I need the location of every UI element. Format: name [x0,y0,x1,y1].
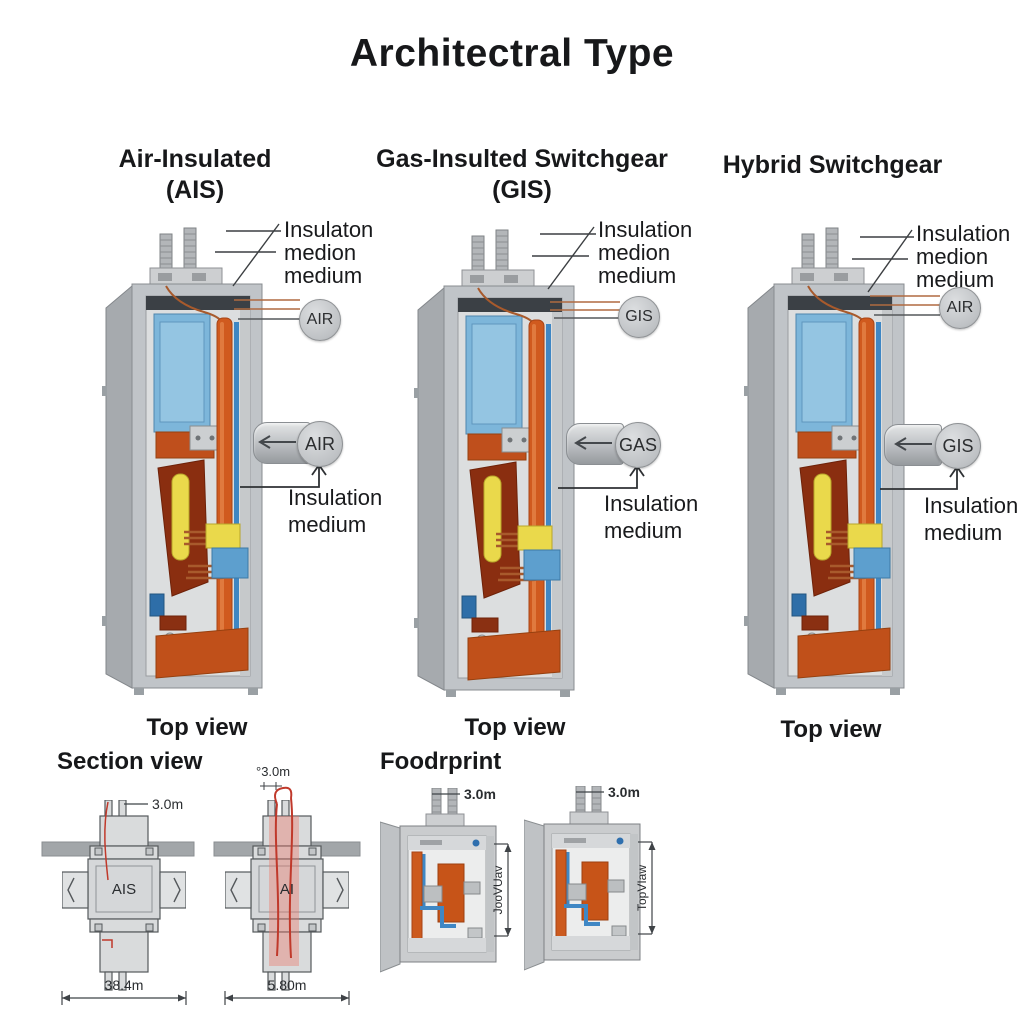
dim-line-footprint-left [494,843,512,937]
top-view-label-hybrid: Top view [780,716,882,743]
bottom-drawings-layer: 3.0m AIS 38.4m °3.0m AI 5.80m 3.0m JooVU… [41,764,656,1005]
column-heading-hybrid-line1: Hybrid Switchgear [722,151,943,179]
label-line: medium [284,263,363,288]
ais-cabinet-illustration [102,228,262,695]
label-line: Insulation [288,485,383,510]
section-ais-name: AIS [112,881,136,898]
label-line: medium [598,263,677,288]
dim-ticks [260,782,282,790]
label-line: Insulaton [284,217,374,242]
dim-label-width-gis: 5.80m [268,977,307,993]
label-line: medion [916,244,989,269]
label-line: medion [598,240,671,265]
red-conductor-line [102,939,113,948]
page-title: Architectral Type [349,32,675,75]
insulation-top-label-gis: Insulation medion medium [598,218,692,287]
medium-badge-gis-top: GIS [618,296,660,338]
hybrid-bushing-cylinder [884,424,942,466]
label-line: medium [604,518,683,543]
dim-label-3m-gis: °3.0m [256,764,290,779]
dim-line-gis-width [224,991,350,1005]
column-heading-gis-line1: Gas-Insulted Switchgear [376,145,668,173]
medium-badge-gis-side: GAS [615,422,661,468]
red-conductor-line [288,797,294,959]
top-view-label-ais: Top view [146,714,248,741]
dim-label-3m-footprint-left: 3.0m [464,786,496,802]
column-heading-hybrid: Hybrid Switchgear [695,150,970,181]
column-heading-ais-line1: Air-Insulated [118,145,272,173]
insulation-top-label-ais: Insulaton medion medium [284,218,373,287]
dim-label-3m-footprint-right: 3.0m [608,784,640,800]
insulation-side-label-gis: Insulation medium [604,490,698,544]
column-heading-ais-line2: (AIS) [165,176,225,204]
medium-badge-hybrid-side: GIS [935,423,981,469]
medium-badge-hybrid-top: AIR [939,287,981,329]
dim-line-ais-width [61,991,187,1005]
label-line: medium [924,520,1003,545]
red-conductor-line [104,801,109,881]
footprint-label: Foodrprint [380,748,502,775]
insulation-side-label-ais: Insulation medium [288,484,382,538]
red-conductor-line [274,803,280,957]
dim-line-footprint-right [638,841,656,935]
column-heading-ais: Air-Insulated (AIS) [65,144,325,206]
label-line: medium [916,267,995,292]
label-line: Insulation [916,221,1011,246]
label-line: medium [288,512,367,537]
red-conductor-curl [274,786,293,805]
label-line: Insulation [604,491,699,516]
label-line: Insulation [598,217,693,242]
footprint-right-side-label: TopVIaw [635,865,649,911]
insulation-top-label-hybrid: Insulation medion medium [916,222,1010,291]
hybrid-cabinet-illustration [744,228,904,695]
top-view-label-gis: Top view [464,714,566,741]
medium-badge-ais-side: AIR [297,421,343,467]
footprint-left-side-label: JooVUav [491,866,505,915]
gis-cabinet-illustration [414,230,574,697]
pink-duct-overlay [269,816,299,966]
insulation-side-label-hybrid: Insulation medium [924,492,1018,546]
footprint-box-left [380,788,498,974]
footprint-box-right [524,786,642,972]
label-line: medion [284,240,357,265]
column-heading-gis: Gas-Insulted Switchgear (GIS) [357,144,687,206]
dim-label-3m-ais: 3.0m [152,796,183,812]
section-view-label: Section view [57,748,203,775]
section-gis-name: AI [280,881,294,898]
dim-label-width-ais: 38.4m [105,977,144,993]
medium-badge-ais-top: AIR [299,299,341,341]
column-heading-gis-line2: (GIS) [492,176,552,204]
label-line: Insulation [924,493,1019,518]
